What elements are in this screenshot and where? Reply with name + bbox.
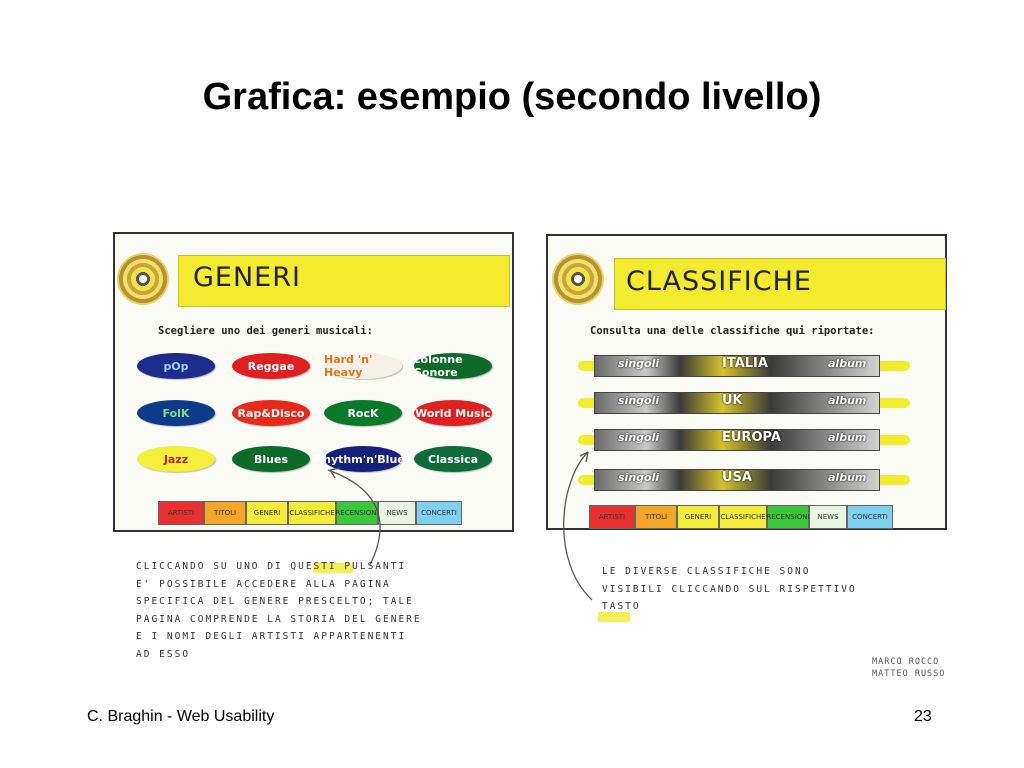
note-line: CLICCANDO SU UNO DI QUESTI PULSANTI	[136, 561, 407, 572]
chart-region-label: USA	[722, 470, 752, 485]
singoli-button[interactable]: singoli	[618, 357, 660, 370]
chart-row: singoli ITALIA album	[594, 355, 880, 377]
note-line: E I NOMI DEGLI ARTISTI APPARTENENTI	[136, 631, 407, 642]
cd-icon	[117, 253, 169, 305]
chart-bar	[594, 469, 880, 491]
tab-artisti[interactable]: ARTISTI	[158, 501, 204, 525]
chart-region-label: ITALIA	[722, 356, 768, 371]
chart-bar	[594, 355, 880, 377]
album-button[interactable]: album	[828, 357, 867, 370]
generi-title-bar	[178, 255, 510, 307]
album-button[interactable]: album	[828, 394, 867, 407]
tab-generi[interactable]: GENERI	[246, 501, 288, 525]
tab-news[interactable]: NEWS	[378, 501, 416, 525]
album-button[interactable]: album	[828, 471, 867, 484]
note-line: TASTO	[602, 601, 641, 612]
chart-row: singoli USA album	[594, 469, 880, 491]
tab-concerti[interactable]: CONCERTI	[416, 501, 462, 525]
note-line: E' POSSIBILE ACCEDERE ALLA PAGINA	[136, 578, 391, 590]
tab-titoli[interactable]: TITOLI	[204, 501, 246, 525]
genre-button[interactable]: Reggae	[232, 353, 310, 379]
tab-artisti[interactable]: ARTISTI	[589, 505, 635, 529]
chart-row: singoli EUROPA album	[594, 429, 880, 451]
note-line: PAGINA COMPRENDE LA STORIA DEL GENERE	[136, 613, 422, 625]
right-handwritten-note: LE DIVERSE CLASSIFICHE SONO VISIBILI CLIC…	[602, 563, 857, 616]
tab-classifiche[interactable]: CLASSIFICHE	[288, 501, 336, 525]
note-line: LE DIVERSE CLASSIFICHE SONO	[602, 566, 811, 577]
tab-recensioni[interactable]: RECENSIONI	[766, 505, 810, 529]
cd-icon	[552, 253, 604, 305]
generi-subtitle: Scegliere uno dei generi musicali:	[158, 325, 373, 337]
chart-region-label: EUROPA	[722, 430, 781, 445]
singoli-button[interactable]: singoli	[618, 431, 660, 444]
genre-button[interactable]: Blues	[232, 446, 310, 472]
slide-title: Grafica: esempio (secondo livello)	[202, 76, 822, 118]
genre-button[interactable]: Jazz	[137, 446, 215, 472]
genre-button[interactable]: RocK	[324, 400, 402, 426]
genre-button[interactable]: Classica	[414, 446, 492, 472]
tab-classifiche[interactable]: CLASSIFICHE	[719, 505, 767, 529]
genre-button[interactable]: Hard 'n' Heavy	[324, 353, 402, 379]
left-handwritten-note: CLICCANDO SU UNO DI QUESTI PULSANTI E' PO…	[136, 558, 422, 663]
chart-row: singoli UK album	[594, 392, 880, 414]
signature: MARCO ROCCO MATTEO RUSSO	[872, 656, 945, 680]
tab-concerti[interactable]: CONCERTI	[847, 505, 893, 529]
singoli-button[interactable]: singoli	[618, 471, 660, 484]
tab-titoli[interactable]: TITOLI	[635, 505, 677, 529]
singoli-button[interactable]: singoli	[618, 394, 660, 407]
album-button[interactable]: album	[828, 431, 867, 444]
genre-button[interactable]: Rhythm'n'Blues	[315, 446, 411, 472]
classifiche-heading: CLASSIFICHE	[626, 266, 812, 297]
note-line: MARCO ROCCO	[872, 657, 940, 667]
genre-button[interactable]: World Music	[414, 400, 492, 426]
tab-recensioni[interactable]: RECENSIONI	[335, 501, 379, 525]
tab-news[interactable]: NEWS	[809, 505, 847, 529]
chart-region-label: UK	[722, 393, 743, 408]
footer-author: C. Braghin - Web Usability	[87, 708, 275, 725]
genre-button[interactable]: Rap&Disco	[232, 400, 310, 426]
genre-button[interactable]: colonne Sonore	[414, 353, 492, 379]
note-line: VISIBILI CLICCANDO SUL RISPETTIVO	[602, 583, 857, 595]
genre-button[interactable]: FolK	[137, 400, 215, 426]
classifiche-subtitle: Consulta una delle classifiche qui ripor…	[590, 325, 875, 337]
note-line: MATTEO RUSSO	[872, 669, 946, 679]
page-number: 23	[914, 708, 932, 725]
note-line: AD ESSO	[136, 648, 191, 660]
chart-bar	[594, 392, 880, 414]
note-line: SPECIFICA DEL GENERE PRESCELTO; TALE	[136, 596, 414, 607]
classifiche-title-bar	[614, 258, 946, 310]
chart-bar	[594, 429, 880, 451]
generi-heading: GENERI	[193, 262, 301, 293]
tab-generi[interactable]: GENERI	[677, 505, 719, 529]
genre-button[interactable]: pOp	[137, 353, 215, 379]
